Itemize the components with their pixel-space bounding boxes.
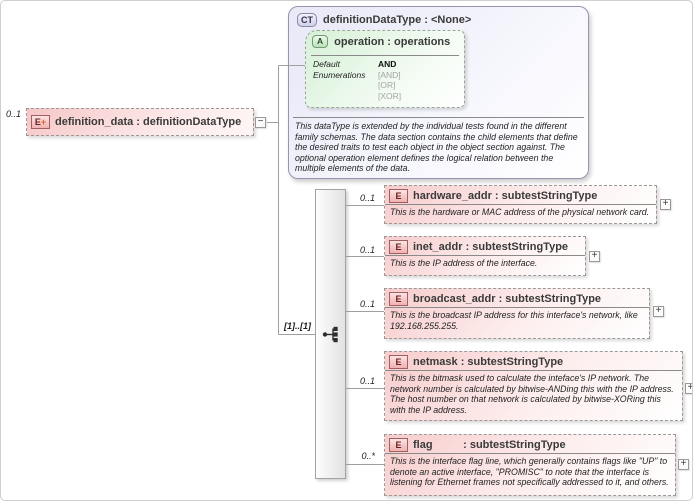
cardinality-label: 0..* (361, 451, 375, 461)
cardinality-label: 0..1 (359, 299, 375, 309)
cardinality-label: 0..1 (359, 193, 375, 203)
element-icon: E (389, 240, 408, 254)
enumeration-value: [XOR] (378, 90, 402, 101)
element-plus-icon: E+ (31, 115, 50, 129)
expand-toggle[interactable]: + (653, 306, 664, 317)
occurrence-label: [1]..[1] (284, 321, 311, 331)
attribute-facets: Default AND Enumerations [AND] [OR] [XOR… (313, 59, 401, 101)
element-flag[interactable]: E flag : subtestStringType This is the i… (384, 434, 676, 496)
annotation-text: This is the interface flag line, which g… (385, 453, 675, 490)
default-label: Default (313, 59, 340, 69)
element-broadcast-addr[interactable]: E broadcast_addr : subtestStringType Thi… (384, 288, 650, 339)
enumerations-label: Enumerations (313, 69, 366, 80)
element-title: netmask : subtestStringType (413, 356, 564, 368)
attribute-title: operation : operations (334, 35, 451, 48)
sequence-group[interactable] (315, 189, 346, 479)
complextype-definitiondatatype[interactable]: CT definitionDataType : <None> A operati… (288, 6, 589, 179)
element-title: inet_addr : subtestStringType (413, 241, 569, 253)
collapse-toggle[interactable]: − (255, 117, 266, 128)
enumeration-value: [AND] (378, 69, 401, 80)
element-title: definition_data : definitionDataType (55, 116, 242, 128)
element-title: flag : subtestStringType (413, 439, 566, 451)
enumeration-value: [OR] (378, 80, 396, 90)
element-title: hardware_addr : subtestStringType (413, 190, 598, 202)
expand-toggle[interactable]: + (589, 251, 600, 262)
annotation-text: This is the IP address of the interface. (385, 255, 585, 271)
element-icon: E (389, 355, 408, 369)
sequence-icon (322, 326, 338, 343)
attribute-icon: A (312, 35, 329, 48)
divider (293, 117, 584, 118)
expand-toggle[interactable]: + (685, 383, 692, 394)
divider (311, 55, 459, 56)
cardinality-label: 0..1 (359, 245, 375, 255)
annotation-text: This is the hardware or MAC address of t… (385, 204, 656, 220)
expand-toggle[interactable]: + (678, 459, 689, 470)
expand-toggle[interactable]: + (660, 199, 671, 210)
element-hardware-addr[interactable]: E hardware_addr : subtestStringType This… (384, 185, 657, 224)
attribute-header: A operation : operations (306, 31, 464, 48)
annotation-text: This is the broadcast IP address for thi… (385, 307, 649, 333)
default-value: AND (378, 59, 397, 69)
attribute-operation[interactable]: A operation : operations Default AND Enu… (305, 30, 465, 108)
annotation-text: This is the bitmask used to calculate th… (385, 370, 682, 417)
element-icon: E (389, 292, 408, 306)
element-title: broadcast_addr : subtestStringType (413, 293, 602, 305)
annotation-text: This dataType is extended by the individ… (295, 121, 578, 174)
element-inet-addr[interactable]: E inet_addr : subtestStringType This is … (384, 236, 586, 276)
element-icon: E (389, 189, 408, 203)
cardinality-label: 0..1 (5, 109, 21, 119)
element-definition-data[interactable]: E+ definition_data : definitionDataType (26, 108, 254, 136)
cardinality-label: 0..1 (359, 376, 375, 386)
complextype-header: CT definitionDataType : <None> (289, 7, 588, 27)
element-icon: E (389, 438, 408, 452)
complextype-title: definitionDataType : <None> (323, 14, 472, 26)
element-netmask[interactable]: E netmask : subtestStringType This is th… (384, 351, 683, 421)
complextype-icon: CT (297, 13, 317, 27)
